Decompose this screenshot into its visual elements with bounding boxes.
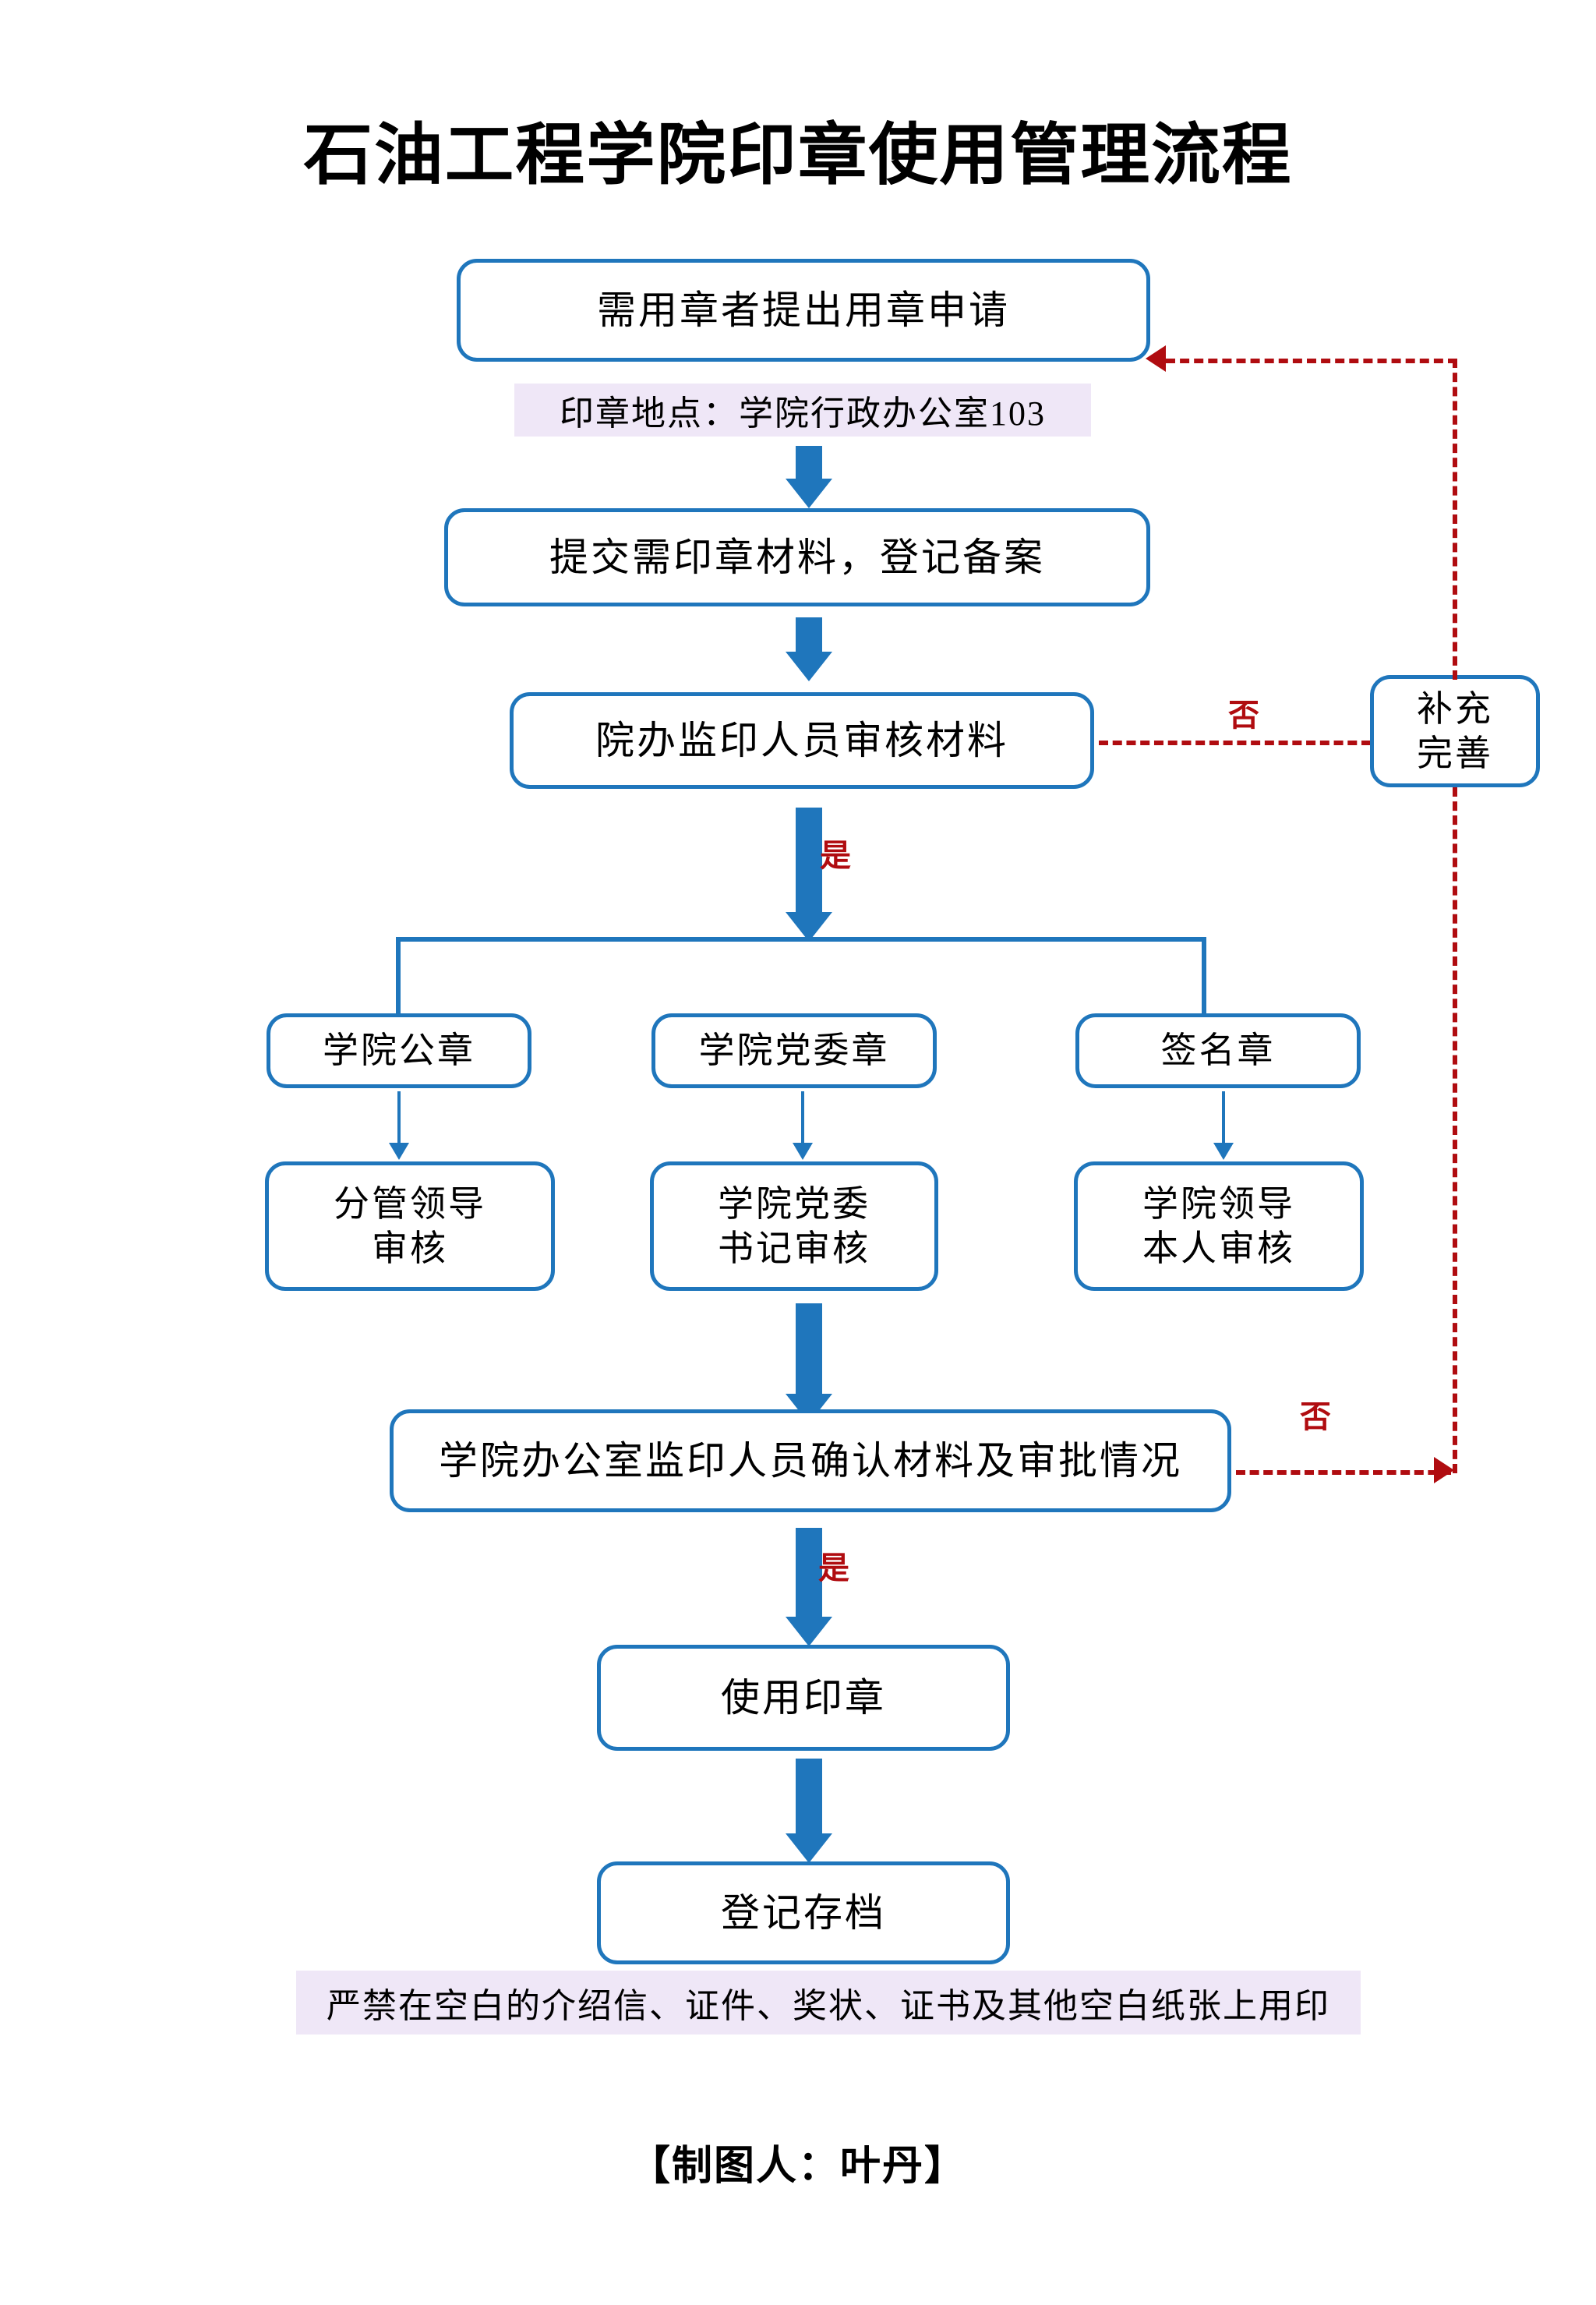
node-office-review[interactable]: 院办监印人员审核材料 (510, 692, 1094, 789)
branch-bus-left-drop (396, 937, 401, 1015)
arrow-apply-to-submit (772, 446, 846, 508)
edge-label-yes-2: 是 (818, 1550, 849, 1586)
node-apply[interactable]: 需用章者提出用章申请 (457, 259, 1150, 362)
node-confirm-materials[interactable]: 学院办公室监印人员确认材料及审批情况 (390, 1409, 1231, 1512)
edge-label-yes-1: 是 (820, 838, 851, 874)
arrowhead-confirm-to-supplement (1434, 1457, 1454, 1483)
node-supplement[interactable]: 补充 完善 (1370, 675, 1540, 787)
return-path-horizontal (1166, 359, 1457, 363)
arrow-seal-signature-down (1205, 1091, 1242, 1161)
note-prohibition-warning: 严禁在空白的介绍信、证件、奖状、证书及其他空白纸张上用印 (296, 1971, 1361, 2035)
node-use-seal[interactable]: 使用印章 (597, 1645, 1010, 1751)
node-approve-vice-leader[interactable]: 分管领导 审核 (265, 1161, 555, 1291)
arrow-approve-to-confirm (772, 1303, 846, 1423)
arrowhead-return-to-apply (1146, 345, 1166, 372)
node-seal-party[interactable]: 学院党委章 (651, 1013, 937, 1088)
edge-label-no-2: 否 (1300, 1399, 1331, 1435)
edge-label-no-1: 否 (1228, 698, 1259, 734)
page-title: 石油工程学院印章使用管理流程 (303, 116, 1293, 194)
edge-review-to-supplement (1099, 741, 1426, 745)
arrow-submit-to-review (772, 617, 846, 681)
branch-bus-horizontal (396, 937, 1206, 942)
note-seal-location: 印章地点：学院行政办公室103 (514, 384, 1091, 437)
arrow-review-to-branches (772, 808, 846, 942)
branch-bus-right-drop (1202, 937, 1206, 1015)
arrow-seal-public-down (380, 1091, 418, 1161)
arrow-use-to-archive (772, 1759, 846, 1863)
node-seal-public[interactable]: 学院公章 (267, 1013, 531, 1088)
node-archive[interactable]: 登记存档 (597, 1861, 1010, 1964)
edge-confirm-to-supplement (1236, 1470, 1451, 1475)
return-path-vertical (1453, 359, 1457, 680)
node-approve-party-secretary[interactable]: 学院党委 书记审核 (650, 1161, 938, 1291)
author-credit: 【制图人：叶丹】 (629, 2143, 966, 2190)
arrow-seal-party-down (784, 1091, 821, 1161)
node-seal-signature[interactable]: 签名章 (1075, 1013, 1361, 1088)
node-approve-leader-self[interactable]: 学院领导 本人审核 (1074, 1161, 1364, 1291)
return-path-lower-vertical (1453, 787, 1457, 1473)
node-submit-materials[interactable]: 提交需印章材料，登记备案 (444, 508, 1150, 606)
arrow-confirm-to-use (772, 1528, 846, 1646)
